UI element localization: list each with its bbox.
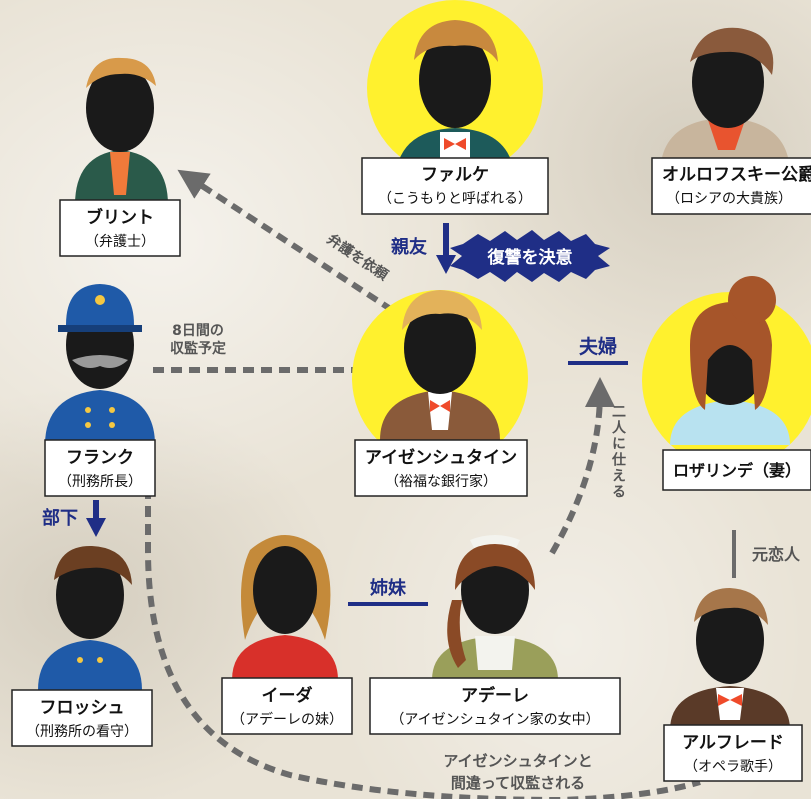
- rosalinde-silhouette: [670, 276, 790, 445]
- jail-plan-label-line2: 収監予定: [170, 340, 226, 357]
- jail-plan-label-line1: 8日間の: [172, 323, 224, 339]
- adele-name: アデーレ: [461, 685, 529, 706]
- frosch-name: フロッシュ: [40, 698, 125, 718]
- married-label: 夫婦: [579, 335, 617, 358]
- lawyer-request-label: 弁護を依頼: [324, 231, 392, 285]
- blind-silhouette: [75, 57, 168, 205]
- orlofsky-silhouette: [660, 27, 790, 175]
- orlofsky-role: （ロシアの大貴族）: [666, 191, 792, 207]
- serves-line: [549, 377, 615, 555]
- frank-name: フランク: [66, 448, 134, 468]
- revenge-badge: 復讐を決意: [450, 230, 610, 282]
- adele-namebox: アデーレ （アイゼンシュタイン家の女中）: [369, 677, 621, 735]
- eisenstein-namebox: アイゼンシュタイン （裕福な銀行家）: [354, 439, 528, 497]
- sisters-label: 姉妹: [370, 577, 407, 599]
- blind-name: ブリント: [86, 207, 154, 228]
- dashed-connectors: [145, 169, 701, 799]
- frank-namebox: フランク （刑務所長）: [44, 439, 156, 497]
- falke-name: ファルケ: [421, 165, 489, 185]
- falke-namebox: ファルケ （こうもりと呼ばれる）: [361, 157, 549, 215]
- mistaken-label-line1: アイゼンシュタインと: [443, 752, 592, 770]
- frank-silhouette: [45, 284, 155, 445]
- subordinate-arrow: [86, 500, 106, 537]
- orlofsky-namebox: オルロフスキー公爵 （ロシアの大貴族）: [651, 157, 811, 215]
- eisenstein-name: アイゼンシュタイン: [365, 447, 517, 468]
- close-friend-arrow: [436, 223, 456, 274]
- frosch-role: （刑務所の看守）: [26, 724, 138, 740]
- serves-label: 二人に仕える: [610, 404, 627, 500]
- frosch-namebox: フロッシュ （刑務所の看守）: [11, 689, 153, 747]
- ida-role: （アデーレの妹）: [231, 711, 343, 728]
- mistaken-jail-line: [145, 488, 701, 799]
- adele-role: （アイゼンシュタイン家の女中）: [390, 711, 599, 728]
- rosalinde-namebox: ロザリンデ（妻）: [662, 449, 811, 491]
- frosch-silhouette: [38, 545, 142, 690]
- arrow-down-icon: [436, 255, 456, 274]
- eisenstein-silhouette: [380, 290, 500, 440]
- blind-namebox: ブリント （弁護士）: [59, 199, 181, 257]
- frank-role: （刑務所長）: [58, 474, 142, 490]
- close-friend-label: 親友: [391, 236, 427, 258]
- mistaken-label-line2: 間違って収監される: [451, 774, 585, 792]
- arrow-down-icon: [86, 518, 106, 537]
- eisenstein-role: （裕福な銀行家）: [385, 473, 497, 490]
- orlofsky-name: オルロフスキー公爵: [662, 164, 811, 185]
- alfred-name: アルフレード: [682, 733, 784, 753]
- ida-namebox: イーダ （アデーレの妹）: [221, 677, 353, 735]
- rosalinde-name: ロザリンデ（妻）: [673, 461, 801, 480]
- alfred-role: （オペラ歌手）: [684, 759, 782, 775]
- blind-role: （弁護士）: [85, 234, 155, 250]
- revenge-label: 復讐を決意: [487, 247, 573, 268]
- adele-silhouette: [432, 535, 558, 680]
- lawyer-request-line: [177, 169, 394, 313]
- falke-role: （こうもりと呼ばれる）: [378, 191, 532, 207]
- ex-lover-line: [732, 530, 736, 578]
- subordinate-label: 部下: [42, 507, 78, 529]
- married-line: [568, 361, 628, 365]
- alfred-namebox: アルフレード （オペラ歌手）: [663, 724, 803, 782]
- sisters-line: [348, 602, 428, 606]
- ida-name: イーダ: [262, 685, 313, 706]
- alfred-silhouette: [670, 588, 790, 730]
- ida-silhouette: [232, 535, 338, 680]
- ex-lover-label: 元恋人: [752, 545, 801, 564]
- burst-badge-icon: [450, 230, 610, 282]
